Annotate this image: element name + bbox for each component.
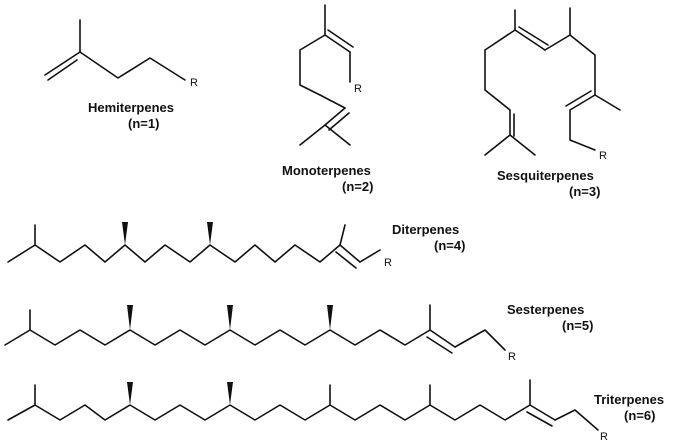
sesquiterpenes-name: Sesquiterpenes [497,168,594,183]
sesterpenes-label: Sesterpenes (n=5) [507,302,593,334]
diterpenes-label: Diterpenes (n=4) [392,222,465,254]
hemiterpene-structure: R [44,19,198,89]
monoterpene-r-group: R [354,83,362,95]
sesquiterpene-r-group: R [599,150,607,162]
hemiterpenes-n: (n=1) [128,116,160,131]
monoterpene-structure: R [299,4,362,146]
sesquiterpenes-n: (n=3) [569,184,601,199]
diterpenes-n: (n=4) [434,238,466,253]
triterpene-r-group: R [600,431,608,443]
triterpene-structure: R [7,379,608,443]
diterpenes-name: Diterpenes [392,222,460,237]
hemiterpene-r-group: R [190,77,198,89]
sesterterpene-r-group: R [508,351,516,363]
triterpenes-n: (n=6) [624,408,656,423]
sesquiterpene-structure: R [484,7,621,162]
sesterterpene-structure: R [4,304,516,363]
sesterpenes-name: Sesterpenes [507,302,585,317]
diterpene-structure: R [7,222,392,269]
sesquiterpenes-label: Sesquiterpenes (n=3) [497,168,600,200]
monoterpenes-name: Monoterpenes [282,163,371,178]
monoterpenes-n: (n=2) [342,179,374,194]
monoterpenes-label: Monoterpenes (n=2) [282,163,373,195]
triterpenes-label: Triterpenes (n=6) [594,392,664,424]
sesterpenes-n: (n=5) [562,318,594,333]
triterpenes-name: Triterpenes [594,392,665,407]
hemiterpenes-name: Hemiterpenes [88,100,174,115]
diterpene-r-group: R [384,257,392,269]
hemiterpenes-label: Hemiterpenes (n=1) [88,100,174,132]
